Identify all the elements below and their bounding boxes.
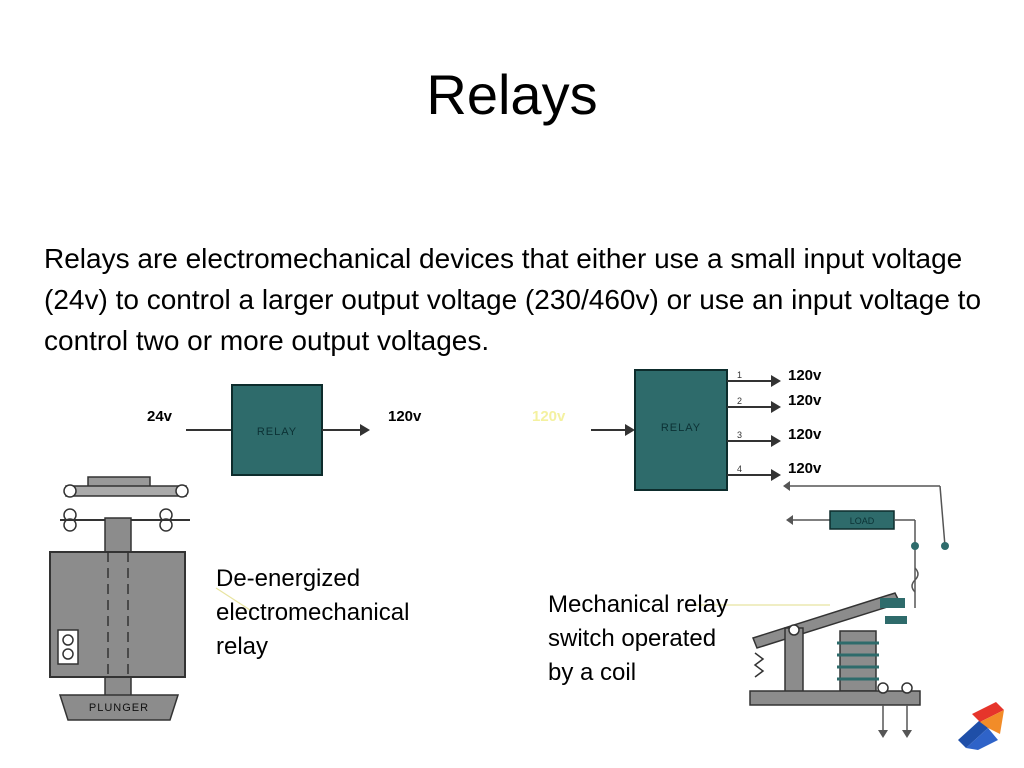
- body-paragraph: Relays are electromechanical devices tha…: [44, 243, 982, 356]
- multi-relay-input-label: 120v: [532, 408, 566, 425]
- single-relay-input-label: 24v: [147, 408, 173, 425]
- de-energized-relay-illustration: PLUNGER: [49, 476, 251, 721]
- multi-relay-terminal-2: 2: [737, 396, 742, 406]
- right-caption: Mechanical relay switch operated by a co…: [548, 591, 729, 686]
- multi-relay-output-label-2: 120v: [788, 392, 822, 409]
- multi-relay-output-arrowhead-2: [771, 401, 781, 413]
- multi-relay-output-label-4: 120v: [788, 460, 822, 477]
- single-relay-diagram: RELAY: [186, 384, 370, 476]
- multi-relay-terminal-4: 4: [737, 464, 742, 474]
- multi-relay-output-arrowhead-4: [771, 469, 781, 481]
- multi-relay-output-label-1: 120v: [788, 367, 822, 384]
- single-relay-box: [231, 384, 323, 476]
- multi-relay-output-label-3: 120v: [788, 426, 822, 443]
- plunger-label: PLUNGER: [89, 702, 149, 714]
- plunger-base: [58, 694, 180, 721]
- single-relay-output-label: 120v: [388, 408, 422, 425]
- mechanical-relay-illustration: LOAD: [749, 481, 949, 738]
- multi-relay-box-label: RELAY: [661, 422, 701, 434]
- multi-relay-output-arrowhead-1: [771, 375, 781, 387]
- single-relay-box-label: RELAY: [257, 426, 297, 438]
- multi-relay-terminal-3: 3: [737, 430, 742, 440]
- multi-relay-input-arrowhead: [625, 424, 635, 436]
- caption-leader-line: [690, 604, 830, 606]
- nav-logo-icon[interactable]: [954, 696, 1010, 752]
- multi-relay-output-arrowhead-3: [771, 435, 781, 447]
- multi-relay-box: [634, 369, 728, 491]
- multi-relay-diagram: RELAY 1 2 3 4: [591, 369, 781, 491]
- load-label: LOAD: [850, 516, 875, 526]
- multi-relay-terminal-1: 1: [737, 370, 742, 380]
- left-caption: De-energized electromechanical relay: [216, 565, 410, 660]
- slide-title: Relays: [426, 63, 598, 126]
- single-relay-output-arrowhead: [360, 424, 370, 436]
